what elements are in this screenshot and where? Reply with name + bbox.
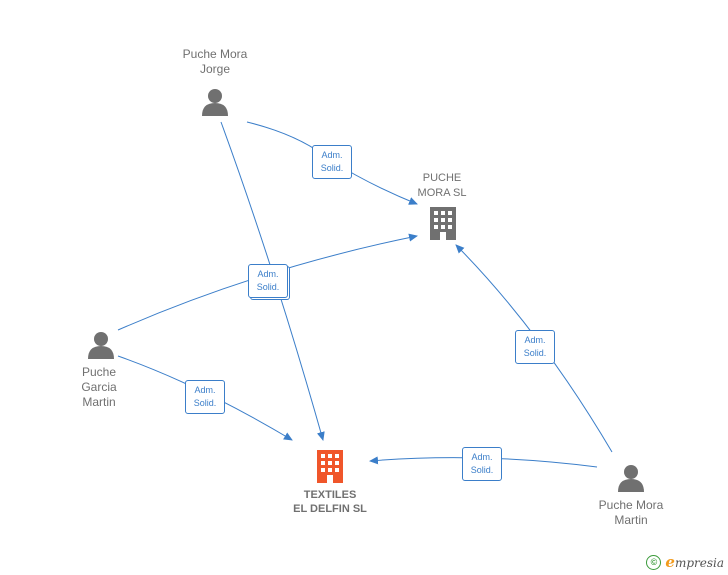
edge-label-jorge-puche-mora-sl[interactable]: Adm. Solid. <box>312 145 352 179</box>
node-label-line: Martin <box>82 395 116 409</box>
copyright-icon: © <box>646 554 662 570</box>
edge-label-line: Adm. <box>524 335 546 345</box>
person-icon-martin[interactable] <box>618 465 644 492</box>
edge-label-line: Solid. <box>470 465 494 475</box>
edge-label-garcia-puche-mora-sl[interactable]: Adm. Solid. <box>248 264 288 298</box>
edge-label-martin-puche-mora-sl[interactable]: Adm. Solid. <box>515 330 555 364</box>
brand-rest: mpresia <box>674 556 724 570</box>
node-label-line: EL DELFIN SL <box>293 503 367 515</box>
person-icon-garcia[interactable] <box>88 332 114 359</box>
node-label-line: Puche Mora <box>598 498 664 512</box>
node-label-line: Puche Mora <box>182 47 248 61</box>
node-label-line: Martin <box>614 513 648 527</box>
node-label-line: MORA SL <box>417 187 467 199</box>
node-label-line: Jorge <box>199 62 231 76</box>
node-label-textiles-el-delfin-sl[interactable]: TEXTILES EL DELFIN SL <box>270 488 390 516</box>
edge-label-martin-textiles[interactable]: Adm. Solid. <box>462 447 502 481</box>
building-icon-textiles-el-delfin-sl[interactable] <box>317 450 343 483</box>
node-label-line: TEXTILES <box>303 489 357 501</box>
node-label-martin[interactable]: Puche Mora Martin <box>578 498 684 528</box>
brand-footer: © empresia <box>646 553 724 571</box>
node-label-jorge[interactable]: Puche Mora Jorge <box>160 47 270 77</box>
node-label-line: PUCHE <box>422 172 462 184</box>
edge-label-garcia-textiles[interactable]: Adm. Solid. <box>185 380 225 414</box>
person-icon-jorge[interactable] <box>202 89 228 116</box>
node-label-line: Garcia <box>81 380 117 394</box>
node-label-puche-mora-sl[interactable]: PUCHE MORA SL <box>401 171 483 201</box>
edge-label-line: Adm. <box>194 385 216 395</box>
edge-label-line: Solid. <box>193 398 217 408</box>
building-icon-puche-mora-sl[interactable] <box>430 207 456 240</box>
edge-label-line: Solid. <box>523 348 547 358</box>
node-label-line: Puche <box>81 365 117 379</box>
empresia-logo[interactable]: empresia <box>665 553 724 571</box>
edge-label-line: Adm. <box>321 150 343 160</box>
edge-label-line: Adm. <box>257 269 279 279</box>
edge-label-line: Solid. <box>256 282 280 292</box>
node-label-garcia[interactable]: Puche Garcia Martin <box>59 365 139 410</box>
edge-label-line: Adm. <box>471 452 493 462</box>
edge-label-line: Solid. <box>320 163 344 173</box>
brand-initial: e <box>665 553 675 571</box>
